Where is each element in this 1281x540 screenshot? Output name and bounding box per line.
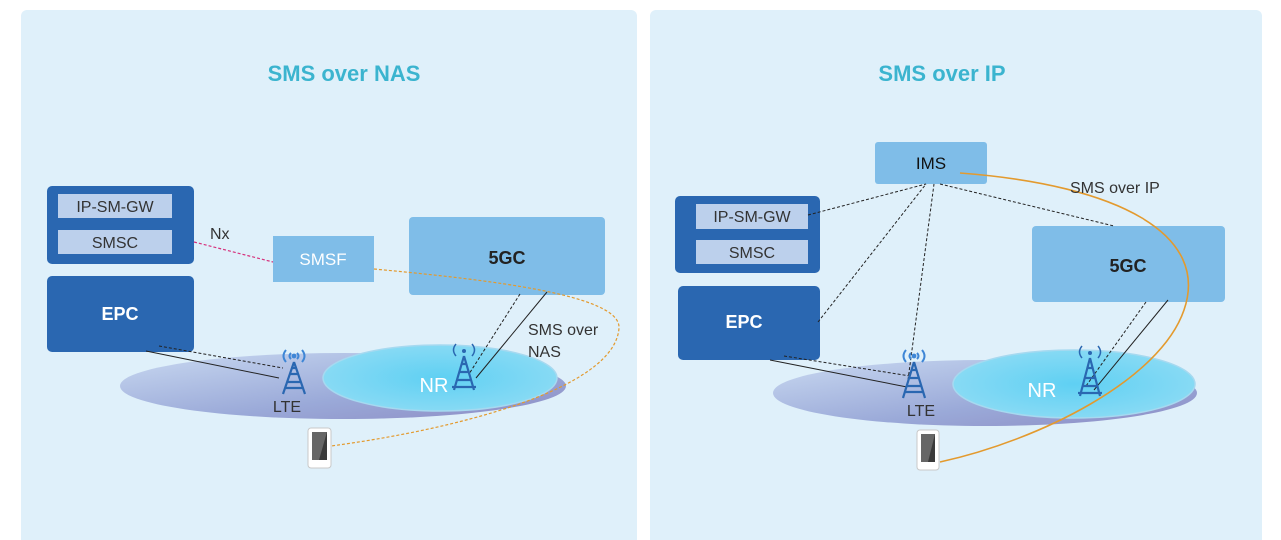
ip-sm-gw-label: IP-SM-GW [76,199,154,216]
nx-link [193,241,274,263]
sms-over-ip-path [939,172,1190,463]
ip-sm-gw-label: IP-SM-GW [713,209,791,226]
nr-label: NR [1028,380,1057,402]
sms-over-nas-path [330,268,620,447]
nr-coverage [952,349,1196,419]
core-5gc-box [1032,226,1225,302]
5gc-nr-link-dashed [468,293,521,375]
phone-icon [307,427,332,469]
epc-lte-link-solid [769,359,908,388]
epc-lte-link-dashed [783,355,911,377]
ims-box [875,142,987,184]
nx-label: Nx [210,226,230,243]
epc-label: EPC [101,304,138,324]
core-5gc-label: 5GC [488,248,525,268]
sms-over-label-line2: NAS [528,344,561,361]
epc-box [47,276,194,352]
panel-sms-over-nas: SMS over NAS IP-SM-GW SMSC EPC SMSF 5GC … [21,10,637,540]
sms-over-nas-diagram: SMS over NAS IP-SM-GW SMSC EPC SMSF 5GC … [47,61,620,469]
lte-tower-icon [901,349,927,399]
smsf-label: SMSF [299,250,346,269]
lte-label: LTE [273,399,301,416]
panel-title: SMS over IP [878,61,1005,86]
smsf-box [273,236,374,282]
nr-label: NR [420,375,449,397]
sms-over-ip-diagram: SMS over IP IMS IP-SM-GW SMSC EPC 5GC [675,61,1225,471]
epc-box [678,286,820,360]
nr-coverage [322,344,558,412]
ims-ipsmgw-link [807,183,927,216]
ip-sm-gw-box [58,194,172,218]
phone-icon [916,429,940,471]
core-5gc-box [409,217,605,295]
smsc-box [696,240,808,264]
epc-lte-link-dashed [158,345,284,369]
panel-sms-over-ip: SMS over IP IMS IP-SM-GW SMSC EPC 5GC [650,10,1262,540]
ims-label: IMS [916,154,946,173]
sms-over-ip-label: SMS over IP [1070,180,1160,197]
smsc-label: SMSC [729,245,775,262]
lte-tower-icon [281,349,307,395]
5gc-nr-link-solid [1093,299,1169,391]
nr-tower-icon [1078,345,1102,397]
panel-title: SMS over NAS [268,61,421,86]
smsc-label: SMSC [92,235,138,252]
lte-label: LTE [907,403,935,420]
sms-over-label-line1: SMS over [528,322,599,339]
core-5gc-label: 5GC [1109,256,1146,276]
5gc-nr-link-solid [475,291,548,379]
nr-tower-icon [452,343,476,391]
ip-sm-gw-box [696,204,808,229]
epc-label: EPC [725,312,762,332]
ims-epc-link [817,183,927,323]
epc-lte-link-solid [145,350,280,379]
smsc-box [58,230,172,254]
ims-lte-link [907,183,935,381]
5gc-nr-link-dashed [1085,301,1147,387]
